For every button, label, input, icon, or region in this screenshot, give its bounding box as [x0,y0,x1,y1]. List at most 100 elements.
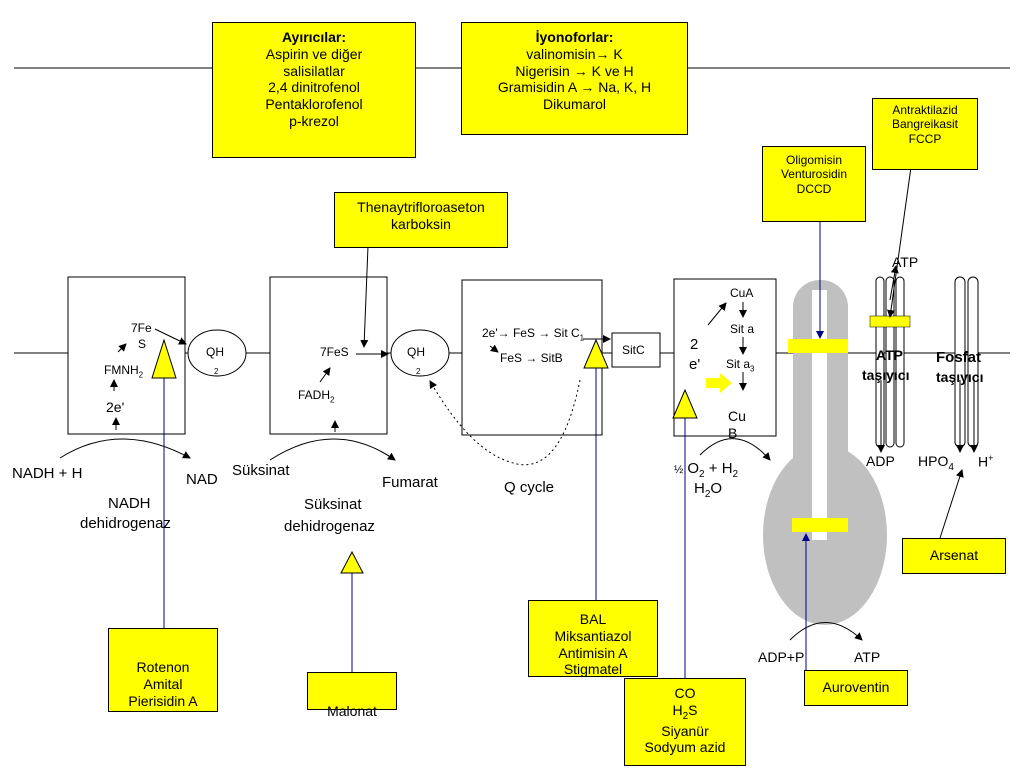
c4-reaction-line2: H2O [694,480,723,500]
ionophores-box: İyonoforlar: valinomisin→ K Nigerisin → … [461,22,688,135]
oligomycin-line: Oligomisin [785,153,842,167]
c3-line2: FeS → SitB [500,351,563,365]
uncouplers-line: Pentaklorofenol [265,96,363,113]
malonate-triangle [340,550,364,574]
c4-electrons-num: 2 [690,336,699,353]
c1-arrow-fes-to-q [154,328,187,345]
c2-succinate-curve [269,438,396,461]
c4-electrons-e: e' [689,356,701,373]
c2-name-line1: Süksinat [304,496,362,513]
c4-inhibitor-triangle [672,388,698,419]
bal-line: Miksantiazol [554,627,632,644]
ionophores-title: İyonoforlar: [535,29,614,45]
atp-carrier-bottom-label: ADP [866,453,895,469]
bal-line: Stigmatel [563,661,623,678]
thenoyl-line: Thenaytrifloroaseton [357,199,485,215]
rotenone-line: Rotenon [136,659,190,675]
co-box: CO H2S Siyanür Sodyum azid [624,678,746,766]
arsenate-box: Arsenat [902,538,1006,574]
c1-s-label: S [138,337,147,351]
rotenone-box: Rotenon Amital Pierisidin A [108,628,218,712]
atp-carrier-top-label: ATP [892,254,919,270]
c3-inhibitor-triangle [583,338,609,369]
c1-name-line1: NADH [108,495,151,512]
atractyloside-line: FCCP [908,131,942,146]
qh2-label-1: QH [206,345,224,359]
sitc-label: SitC [622,343,645,357]
rotenone-line: Amital [143,675,183,692]
thenoyl-box: Thenaytrifloroaseton karboksin [334,192,508,248]
uncouplers-line: p-krezol [289,112,339,129]
synthase-atp-curve [789,622,863,641]
c2-arrow-fadh-up [319,367,331,383]
c1-fmnh2-label: FMNH2 [104,363,144,380]
uncouplers-line: Aspirin ve diğer [265,45,363,62]
oligomycin-line: DCCD [796,181,832,196]
c2-fumarate-product: Fumarat [382,474,438,491]
uncouplers-title: Ayırıcılar: [281,29,347,45]
c4-yellow-arrow [706,373,732,393]
uncouplers-line: 2,4 dinitrofenol [268,79,360,96]
c4-cua-label: CuA [730,286,754,300]
qh2-label-2: QH [407,345,425,359]
co-line: Siyanür [661,722,709,739]
uncouplers-box: Ayırıcılar: Aspirin ve diğer salisilatla… [212,22,416,158]
phosphate-carrier-name2: taşıyıcı [936,369,984,385]
synthase-yellow-band-top [788,339,848,353]
atractyloside-line: Bangreikasit [891,117,959,132]
c4-oxygen-curve [699,438,771,461]
c4-sita-label: Sit a [730,322,755,336]
phosphate-carrier-name1: Fosfat [936,349,981,366]
ionophores-line: Dikumarol [542,96,606,113]
c1-inhibitor-triangle [151,338,177,379]
synthase-yellow-band-bottom [792,518,848,532]
bal-box: BAL Miksantiazol Antimisin A Stigmatel [528,600,658,677]
bal-line: Antimisin A [558,644,628,661]
synthase-product: ATP [854,649,881,665]
arsenate-label: Arsenat [929,547,979,563]
c1-arrow-fmn-to-fes [117,343,127,353]
c3-line1: 2e'→ FeS → Sit C1 [482,326,585,343]
atp-carrier-yellow-band [869,315,911,328]
qh2-sub-2: 2 [416,367,421,376]
h-plus-label: H+ [978,453,994,470]
atractyloside-line: Antraktilazid [892,103,958,117]
atractyloside-arrow [887,159,913,318]
aurovertin-label: Auroventin [822,679,890,695]
qcycle-label: Q cycle [504,479,555,496]
atp-carrier-name2: taşıyıcı [862,367,910,383]
arsenate-arrow [939,469,964,539]
oligomycin-line: Venturosidin [780,167,848,182]
atractyloside-box: Antraktilazid Bangreikasit FCCP [872,98,978,170]
c1-2e-label: 2e' [106,399,125,415]
atp-carrier-arrow-up [889,265,899,301]
ionophores-line: Gramisidin A → Na, K, H [497,79,652,96]
rotenone-line: Pierisidin A [128,692,198,709]
c4-sita3-label: Sit a3 [726,357,755,374]
co-line: H2S [672,701,698,722]
hpo4-label: HPO4 [918,453,954,473]
thenoyl-arrow [360,245,369,348]
uncouplers-line: salisilatlar [283,62,345,79]
c4-arrow-to-cua [707,302,727,326]
c2-succinate-substrate: Süksinat [232,462,290,479]
aurovertin-box: Auroventin [804,670,908,706]
c4-reaction-line1: ½ O2 + H2 [674,460,739,480]
qh2-sub-1: 2 [214,367,219,376]
qh2-ellipse-2 [390,329,450,377]
complex-2-box [269,276,388,435]
c2-fes-label: 7FeS [320,345,349,359]
c2-fadh2-label: FADH2 [298,388,335,405]
thenoyl-line: karboksin [391,215,451,232]
oligomycin-box: Oligomisin Venturosidin DCCD [762,146,866,222]
c1-nadh-substrate: NADH + H [12,465,83,482]
c3-arrow-split [489,344,499,353]
ionophores-line: Nigerisin → K ve H [515,62,634,79]
synthase-substrate: ADP+P [758,649,805,665]
co-line: CO [674,685,696,701]
c1-nad-product: NAD [186,471,218,488]
c1-fes-label: 7Fe [131,321,152,335]
c1-name-line2: dehidrogenaz [80,515,171,532]
c1-nadh-curve [59,438,191,459]
